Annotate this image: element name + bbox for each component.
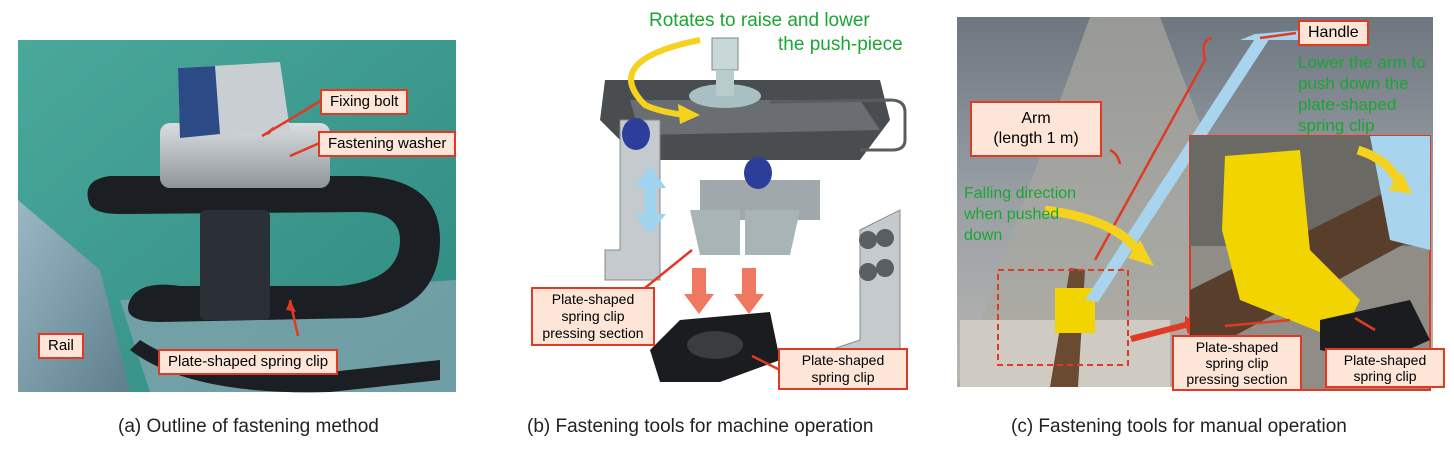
label-fastening-washer: Fastening washer [318,131,457,157]
label-fixing-bolt: Fixing bolt [320,89,409,115]
caption-c: (c) Fastening tools for manual operation [1011,416,1347,437]
caption-a: (a) Outline of fastening method [118,416,379,437]
spring-clip-shape [87,176,440,322]
label-pressing-section-b: Plate-shaped spring clip pressing sectio… [531,287,655,346]
tool-bolt-head [711,37,739,71]
arm-label-line2: (length 1 m) [993,130,1079,147]
label-spring-clip-a: Plate-shaped spring clip [158,349,339,375]
washer-shape [160,123,330,188]
rotate-note-line2: the push-piece [778,34,903,55]
falling-direction-note: Falling direction when pushed down [964,185,1077,244]
caption-b: (b) Fastening tools for machine operatio… [527,416,874,437]
label-rail: Rail [38,333,84,359]
blue-roller-left [622,118,650,150]
lower-arm-note: Lower the arm to push down the plate-sha… [1298,53,1426,135]
arm-shape [1085,34,1270,302]
blue-roller-right [744,157,772,189]
label-spring-clip-b: Plate-shaped spring clip [778,348,908,390]
label-handle: Handle [1298,20,1369,46]
rotate-note-line1: Rotates to raise and lower [649,10,870,31]
label-arm: Arm (length 1 m) [970,101,1102,157]
inset-yellow-tool [1222,150,1360,340]
label-spring-clip-c: Plate-shaped spring clip [1325,348,1445,388]
rotate-arrow [628,37,701,118]
label-pressing-section-c: Plate-shaped spring clip pressing sectio… [1172,335,1302,391]
arm-label-line1: Arm [1021,110,1051,127]
